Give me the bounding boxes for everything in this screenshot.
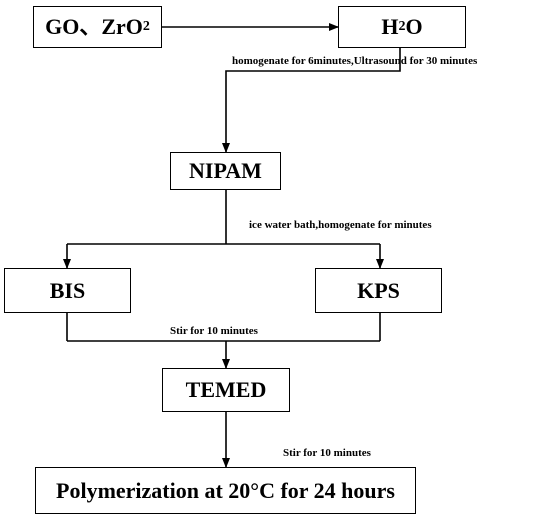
node-go-zro2-text: GO、ZrO [45,14,143,39]
label-temed-to-polymerization: Stir for 10 minutes [283,447,371,459]
label-merge-to-temed: Stir for 10 minutes [170,325,258,337]
node-h2o-subscript: 2 [398,19,406,34]
node-nipam: NIPAM [170,152,281,190]
label-h2o-to-nipam: homogenate for 6minutes,Ultrasound for 3… [232,55,478,67]
node-kps: KPS [315,268,442,313]
node-polymerization: Polymerization at 20°C for 24 hours [35,467,416,514]
arrow-h2o-to-nipam [222,47,401,153]
node-h2o-o: O [405,14,423,39]
node-go-zro2-subscript: 2 [142,19,150,34]
node-temed: TEMED [162,368,290,412]
node-h2o-h: H [381,14,399,39]
label-nipam-to-split: ice water bath,homogenate for minutes [249,219,432,231]
node-bis: BIS [4,268,131,313]
